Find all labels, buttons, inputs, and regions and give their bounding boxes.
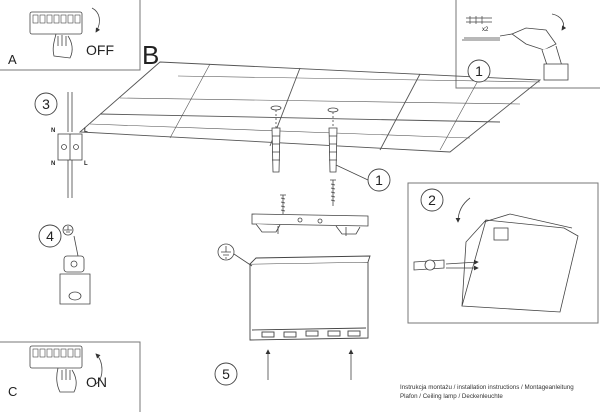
mounting-bracket bbox=[251, 213, 369, 236]
on-label: ON bbox=[86, 374, 107, 390]
step-5-circle bbox=[214, 362, 238, 386]
pole-n-bottom: N bbox=[51, 161, 56, 167]
panel-c-frame bbox=[0, 341, 141, 412]
step-4-circle bbox=[38, 224, 62, 248]
footer-line-2: Plafon / Ceiling lamp / Deckenleuchte bbox=[400, 393, 503, 400]
panel-a-letter: A bbox=[8, 52, 17, 67]
step-1-fix-number: 1 bbox=[375, 172, 383, 188]
step-1-top-number: 1 bbox=[475, 63, 483, 79]
pole-n-top: N bbox=[51, 128, 56, 134]
step-4-number: 4 bbox=[46, 228, 54, 244]
quantity-label: x2 bbox=[482, 27, 489, 33]
wiring-connector bbox=[57, 92, 83, 198]
ground-symbol bbox=[217, 243, 253, 267]
panel-b-letter: B bbox=[142, 40, 160, 70]
pole-l-top: L bbox=[84, 128, 88, 134]
panel-a-frame bbox=[0, 0, 141, 71]
step-5-number: 5 bbox=[222, 366, 230, 382]
off-label: OFF bbox=[86, 42, 114, 58]
ground-terminal bbox=[59, 224, 91, 305]
step-1-top-circle bbox=[467, 59, 491, 83]
drill-icon bbox=[499, 13, 569, 81]
pole-l-bottom: L bbox=[84, 161, 88, 167]
panel-detail-frame bbox=[407, 182, 599, 324]
panel-c-letter: C bbox=[8, 384, 18, 399]
step-circles bbox=[34, 59, 491, 386]
wall-plugs bbox=[271, 127, 338, 173]
step1-fix-leader bbox=[335, 164, 369, 181]
ceiling-holes bbox=[270, 105, 339, 128]
footer-line-1: Instrukcja montażu / installation instru… bbox=[400, 384, 574, 391]
fuse-box-off-icon bbox=[29, 7, 101, 59]
wall-plug-set-icon bbox=[462, 16, 500, 41]
screws bbox=[280, 179, 336, 214]
step-3-number: 3 bbox=[42, 96, 50, 112]
step-3-circle bbox=[34, 92, 58, 116]
detail-assembly bbox=[413, 197, 579, 313]
fuse-box-on-icon bbox=[29, 345, 103, 393]
step-2-number: 2 bbox=[428, 192, 436, 208]
step-1-fix-circle bbox=[367, 168, 391, 192]
panel-tools-frame bbox=[455, 0, 600, 89]
lamp-body bbox=[249, 255, 371, 341]
lift-arrows bbox=[265, 349, 354, 380]
step-2-circle bbox=[420, 188, 444, 212]
